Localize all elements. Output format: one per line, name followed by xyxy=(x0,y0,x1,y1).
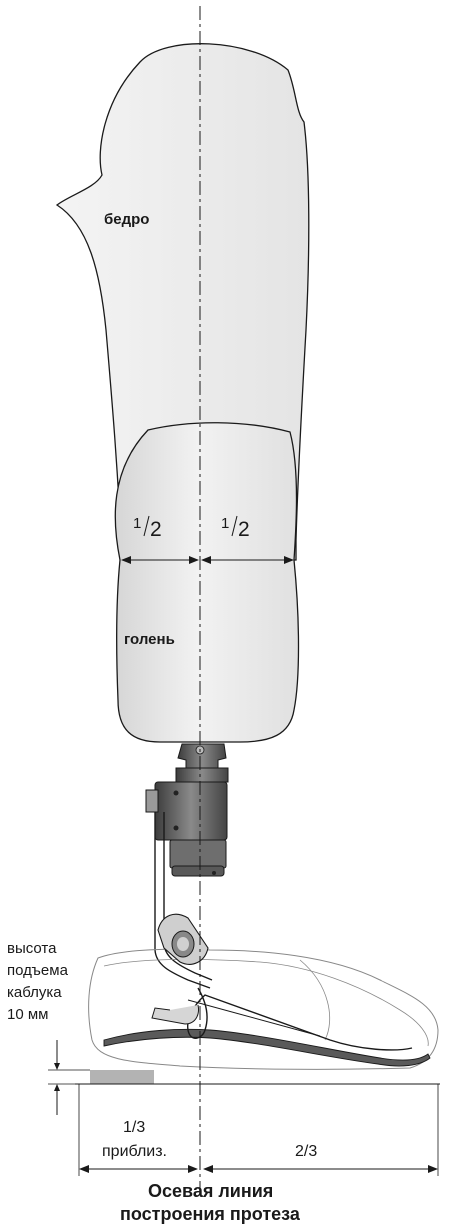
shin-socket xyxy=(114,422,300,743)
heel-block xyxy=(90,1070,154,1084)
label-shin: голень xyxy=(124,631,175,648)
svg-text:10 мм: 10 мм xyxy=(7,1006,48,1023)
clamp-bracket xyxy=(145,789,159,813)
svg-text:2: 2 xyxy=(238,518,250,541)
half-left-fraction: 1 2 xyxy=(133,515,162,541)
caption-line-1: Осевая линия xyxy=(148,1181,273,1201)
caption-line-2: построения протеза xyxy=(120,1204,301,1224)
label-two-thirds: 2/3 xyxy=(295,1143,317,1160)
pyramid-adapter xyxy=(175,743,229,783)
svg-text:1: 1 xyxy=(133,515,141,532)
svg-text:1: 1 xyxy=(221,515,229,532)
foot-keel xyxy=(187,987,413,1051)
heel-height-label: высота подъема каблука 10 мм xyxy=(7,940,69,1023)
ankle-unit xyxy=(154,781,228,877)
half-right-fraction: 1 2 xyxy=(221,515,250,541)
svg-text:высота: высота xyxy=(7,940,57,957)
label-thigh: бедро xyxy=(104,211,149,228)
shoe-outline xyxy=(88,948,439,1070)
svg-text:2: 2 xyxy=(150,518,162,541)
svg-text:каблука: каблука xyxy=(7,984,62,1001)
svg-text:подъема: подъема xyxy=(7,962,69,979)
foot-sole-plate xyxy=(103,1028,431,1067)
label-approx: приблиз. xyxy=(102,1143,167,1160)
label-one-third: 1/3 xyxy=(123,1119,145,1136)
ankle-cup xyxy=(157,913,209,965)
